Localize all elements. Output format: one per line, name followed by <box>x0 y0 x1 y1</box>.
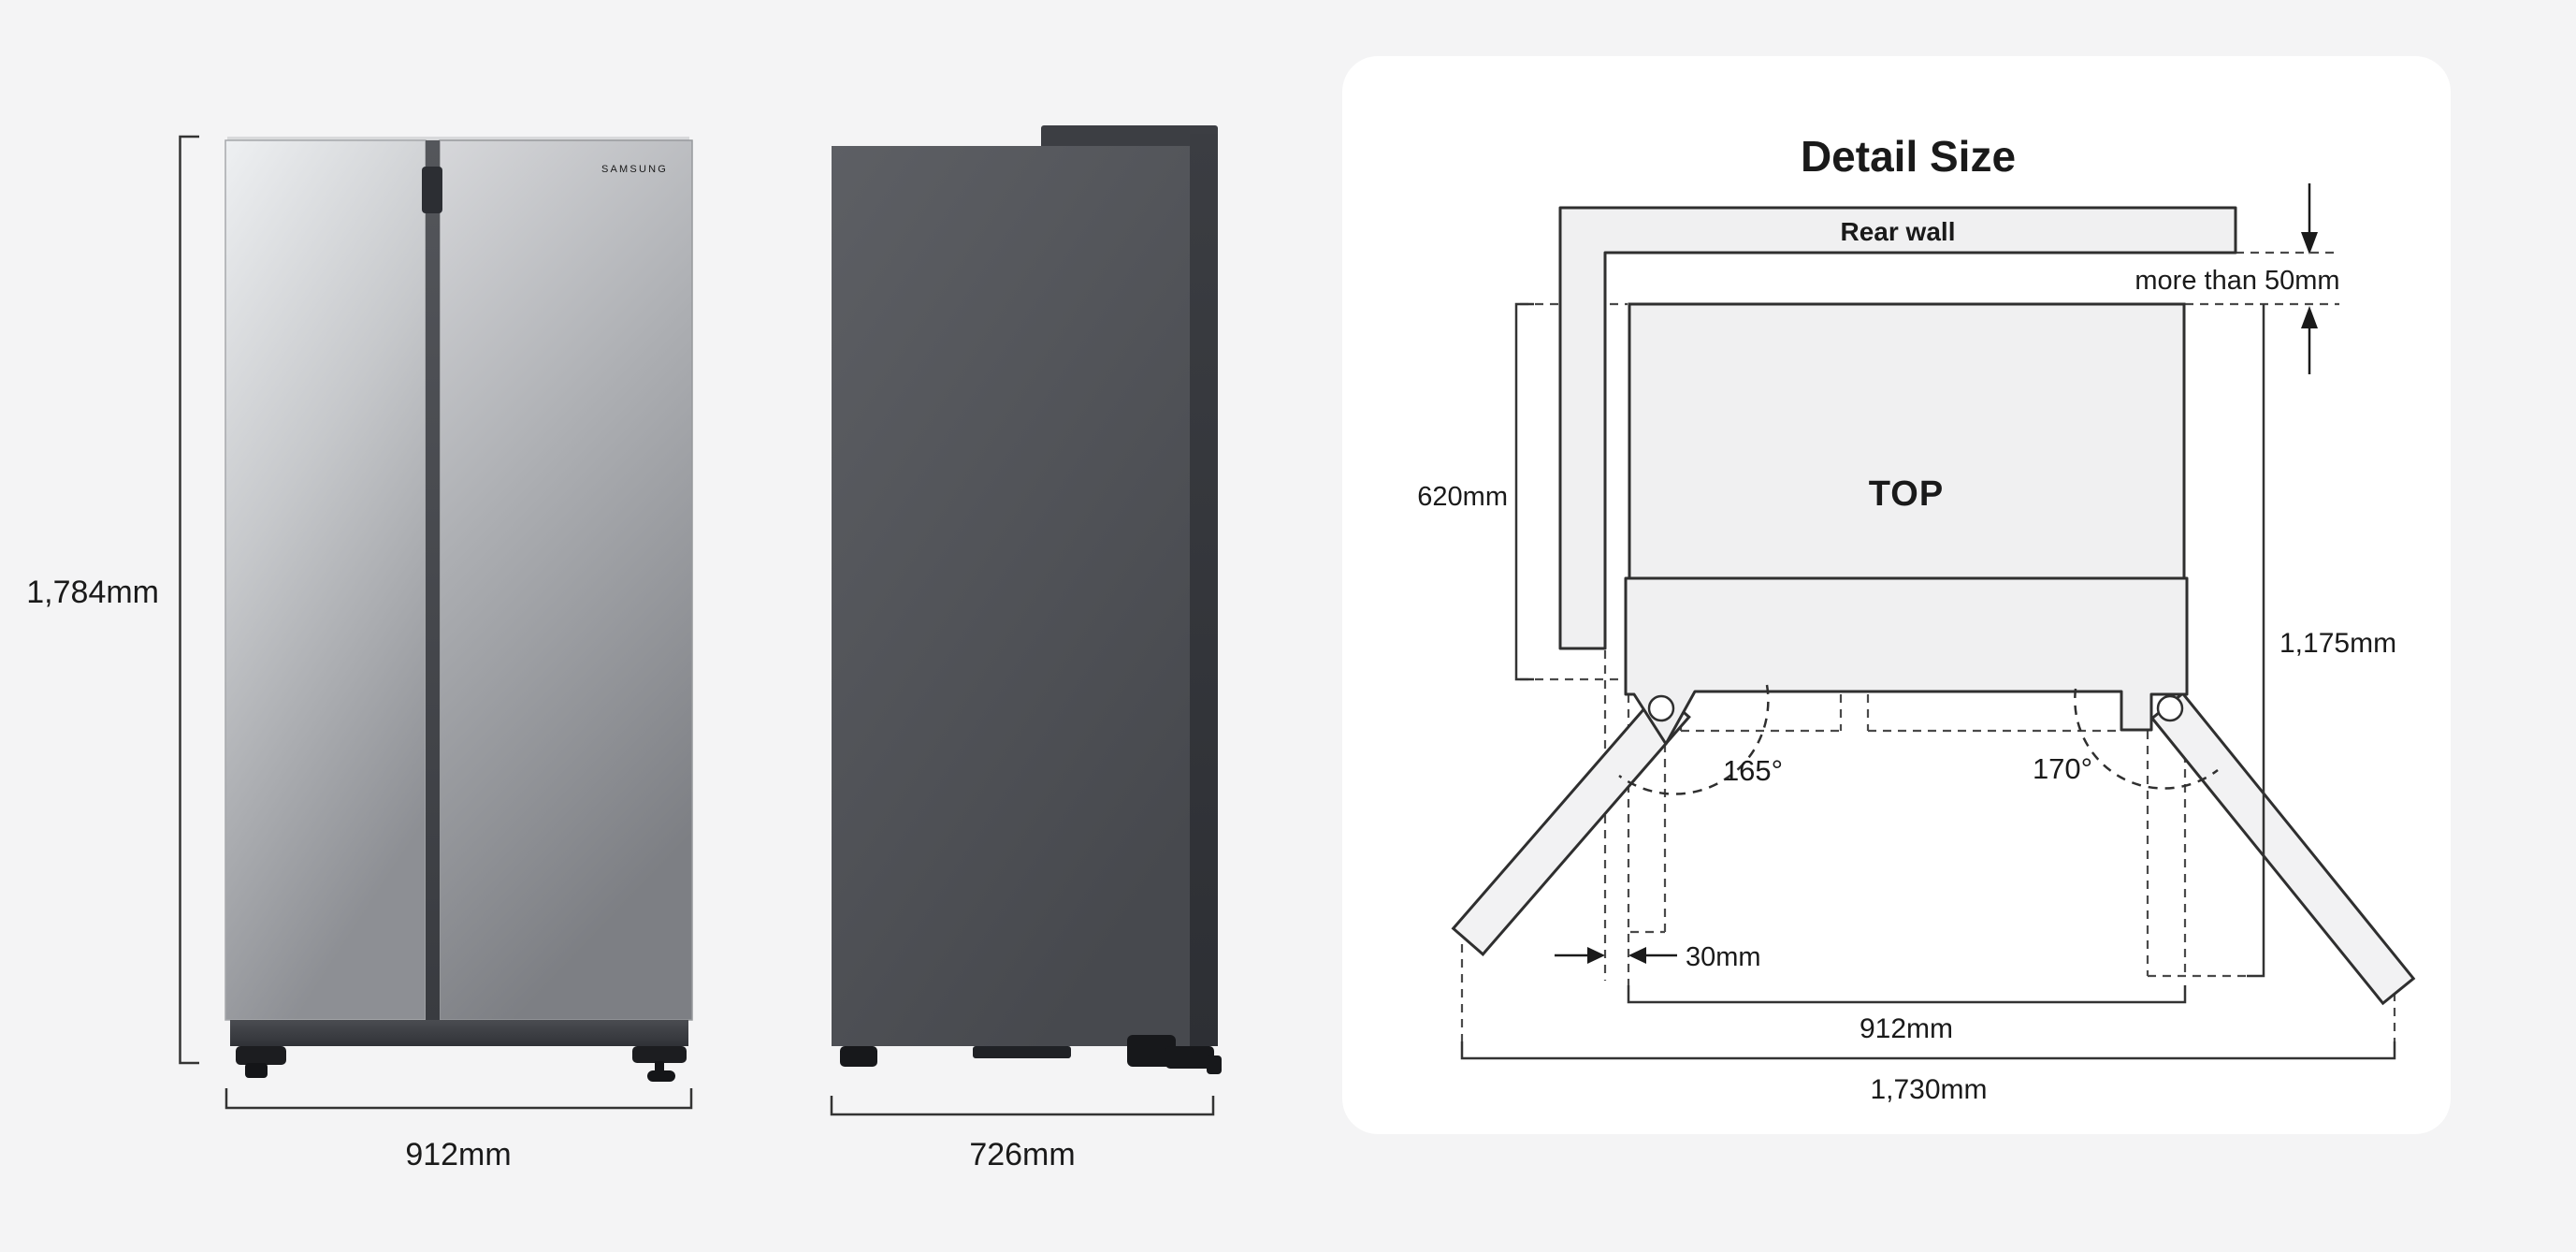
total-width-dimension-line <box>1460 1041 2396 1060</box>
front-right-foot-pad <box>647 1070 675 1082</box>
door-protrusion-label: 30mm <box>1686 942 1761 972</box>
cabinet-top-view <box>1628 302 2186 580</box>
left-hinge-knuckle <box>1647 694 1675 722</box>
right-hinge-knuckle <box>2156 694 2184 722</box>
side-front-foot <box>840 1046 877 1067</box>
side-rear-foot <box>1165 1046 1214 1069</box>
refrigerator-side-image <box>832 125 1222 1074</box>
side-rear-wheel <box>1127 1035 1176 1067</box>
front-width-label: 912mm <box>405 1137 511 1172</box>
rear-wall-label: Rear wall <box>1841 217 1956 246</box>
front-width-dimension-line <box>224 1088 693 1110</box>
top-view-label: TOP <box>1869 474 1944 514</box>
side-depth-label: 726mm <box>969 1137 1075 1172</box>
side-hinge-cap <box>1041 125 1218 150</box>
front-left-foot-pad <box>245 1063 268 1078</box>
clearance-arrow-up-head <box>2301 306 2318 328</box>
cabinet-width-dimension-line <box>1627 985 2187 1004</box>
side-depth-dimension-line <box>830 1096 1215 1116</box>
detail-title: Detail Size <box>1801 132 2016 181</box>
rear-clearance-label: more than 50mm <box>2135 266 2339 296</box>
front-height-label: 1,784mm <box>26 575 159 610</box>
front-base-band <box>230 1020 688 1046</box>
side-body <box>832 146 1190 1046</box>
total-width-label: 1,730mm <box>1870 1074 1987 1105</box>
depth-door-open-dimension-line <box>2247 304 2265 978</box>
side-rear-foot-bolt <box>1207 1055 1222 1074</box>
detail-size-panel: Detail Size <box>1342 56 2451 1134</box>
brand-logo-text: SAMSUNG <box>601 164 668 175</box>
front-left-door <box>224 139 427 1021</box>
front-right-foot-stem <box>655 1061 664 1072</box>
clearance-arrow-down-head <box>2301 232 2318 255</box>
side-view: 726mm <box>830 125 1222 1172</box>
side-clearance-label: 620mm <box>1417 482 1508 512</box>
side-door-edge <box>1190 134 1218 1046</box>
side-under-base <box>973 1046 1071 1058</box>
protrusion-arrow-left-head <box>1628 947 1646 964</box>
left-door-angle-label: 165° <box>1723 754 1783 787</box>
rear-clearance-annotation: more than 50mm <box>2135 183 2340 374</box>
front-view: 1,784mm SAMSUNG 912mm <box>26 135 693 1172</box>
front-center-mullion <box>426 140 440 1020</box>
front-handle-recess <box>422 167 442 213</box>
refrigerator-front-image: SAMSUNG <box>224 137 693 1082</box>
front-right-door <box>439 139 693 1021</box>
door-protrusion-annotation: 30mm <box>1555 942 1761 972</box>
cabinet-width-label: 912mm <box>1860 1013 1953 1044</box>
depth-door-open-label: 1,175mm <box>2279 628 2396 659</box>
front-height-dimension-line <box>179 135 199 1065</box>
right-door-angle-label: 170° <box>2033 752 2092 785</box>
front-right-foot <box>632 1046 687 1063</box>
door-band-top-view <box>1624 576 2189 746</box>
protrusion-arrow-right-head <box>1587 947 1605 964</box>
wall-shape <box>1558 206 2237 650</box>
side-clearance-dimension-line <box>1514 302 1534 681</box>
left-door-swing-arc <box>1618 684 1770 795</box>
front-left-foot <box>236 1046 286 1065</box>
right-door-swing-arc <box>2074 688 2219 790</box>
